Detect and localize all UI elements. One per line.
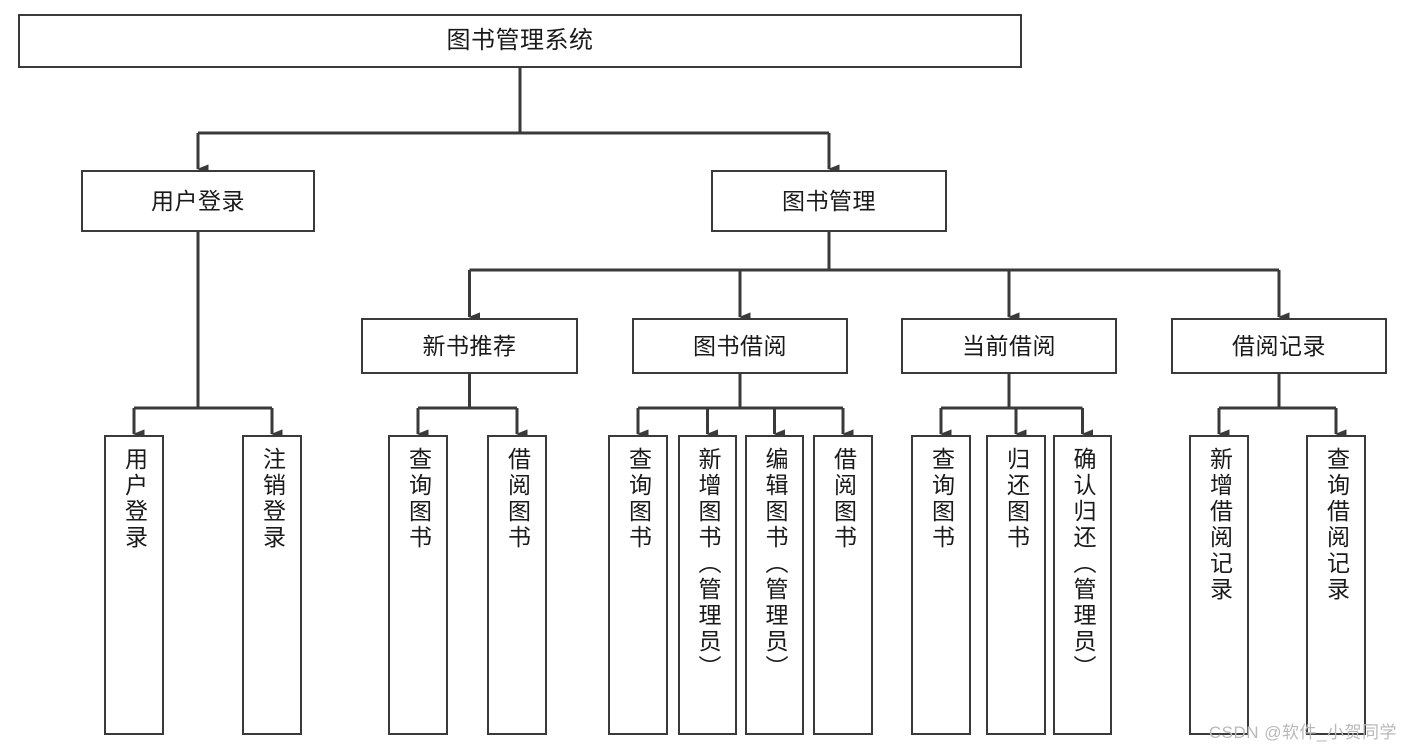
node-new-book-recommend-label: 新书推荐: [422, 332, 517, 359]
leaf-confirm-return-label: 确认归还（管理员）: [1070, 447, 1096, 681]
leaf-return-book-label: 归还图书: [1003, 447, 1030, 551]
watermark-text: CSDN @软件_小贺同学: [1208, 723, 1397, 742]
leaf-confirm-return[interactable]: 确认归还（管理员）: [1053, 435, 1112, 735]
leaf-query-book-borrow-label: 查询图书: [625, 447, 652, 551]
leaf-logout[interactable]: 注销登录: [242, 435, 302, 735]
leaf-query-book-cur-label: 查询图书: [928, 447, 955, 551]
leaf-add-book[interactable]: 新增图书（管理员）: [678, 435, 737, 735]
node-user-login[interactable]: 用户登录: [81, 170, 315, 232]
leaf-borrow-book[interactable]: 借阅图书: [813, 435, 873, 735]
leaf-query-record-label: 查询借阅记录: [1323, 447, 1350, 603]
node-root[interactable]: 图书管理系统: [18, 14, 1022, 68]
node-current-borrow[interactable]: 当前借阅: [901, 318, 1117, 374]
leaf-return-book[interactable]: 归还图书: [986, 435, 1046, 735]
node-borrow-record[interactable]: 借阅记录: [1171, 318, 1387, 374]
node-book-borrow-label: 图书借阅: [693, 332, 787, 359]
node-book-manage-label: 图书管理: [782, 187, 876, 214]
leaf-add-record-label: 新增借阅记录: [1206, 447, 1233, 603]
leaf-borrow-book-label: 借阅图书: [830, 447, 857, 551]
leaf-query-book-rec-label: 查询图书: [405, 447, 432, 551]
node-root-label: 图书管理系统: [446, 27, 594, 55]
node-user-login-label: 用户登录: [151, 187, 245, 214]
leaf-logout-label: 注销登录: [259, 447, 286, 551]
node-book-borrow[interactable]: 图书借阅: [632, 318, 848, 374]
leaf-user-login[interactable]: 用户登录: [104, 435, 164, 735]
leaf-borrow-book-rec[interactable]: 借阅图书: [487, 435, 547, 735]
node-current-borrow-label: 当前借阅: [962, 332, 1056, 359]
node-book-manage[interactable]: 图书管理: [711, 170, 947, 232]
leaf-add-book-label: 新增图书（管理员）: [695, 447, 721, 681]
leaf-edit-book-label: 编辑图书（管理员）: [762, 447, 788, 681]
leaf-add-record[interactable]: 新增借阅记录: [1189, 435, 1249, 735]
leaf-query-book-rec[interactable]: 查询图书: [388, 435, 448, 735]
leaf-borrow-book-rec-label: 借阅图书: [504, 447, 531, 551]
leaf-query-record[interactable]: 查询借阅记录: [1306, 435, 1366, 735]
leaf-user-login-label: 用户登录: [121, 447, 148, 551]
leaf-query-book-cur[interactable]: 查询图书: [911, 435, 971, 735]
node-borrow-record-label: 借阅记录: [1232, 332, 1326, 359]
node-new-book-recommend[interactable]: 新书推荐: [361, 318, 578, 374]
leaf-edit-book[interactable]: 编辑图书（管理员）: [745, 435, 804, 735]
leaf-query-book-borrow[interactable]: 查询图书: [608, 435, 668, 735]
